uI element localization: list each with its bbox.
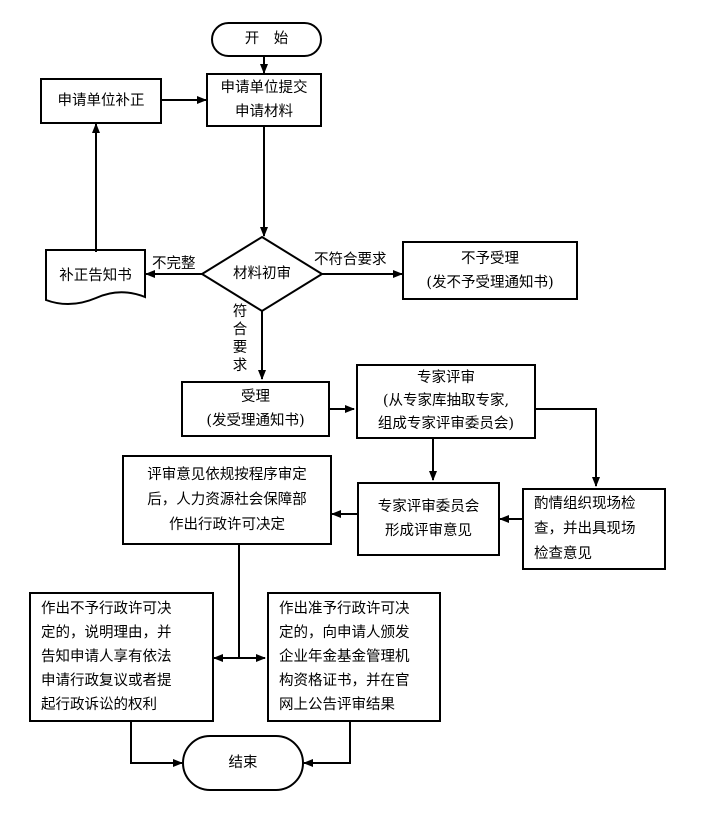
start-terminal-shape	[211, 22, 322, 57]
deny-box: 作出不予行政许可决 定的，说明理由，并 告知申请人享有依法 申请行政复议或者提 …	[29, 592, 214, 722]
start-label: 开 始	[244, 31, 289, 47]
decision-box: 评审意见依规按程序审定 后，人力资源社会保障部 作出行政许可决定	[122, 455, 332, 545]
inspection-box: 酌情组织现场检 查，并出具现场 检查意见	[522, 488, 666, 570]
edge-label-not-meet: 不符合要求	[314, 252, 387, 268]
edge-label-meet: 符 合 要 求	[232, 304, 248, 374]
end-label: 结束	[228, 755, 258, 771]
review-label: 材料初审	[233, 266, 291, 282]
notice-document-shape	[45, 249, 146, 305]
arrow-expert-to-inspection	[536, 408, 600, 487]
submit-box: 申请单位提交 申请材料	[206, 73, 322, 127]
expert-review-box: 专家评审 (从专家库抽取专家, 组成专家评审委员会)	[356, 364, 536, 439]
edge-label-incomplete: 不完整	[152, 256, 196, 272]
grant-box: 作出准予行政许可决 定的，向申请人颁发 企业年金基金管理机 构资格证书，并在官 …	[267, 592, 441, 722]
correction-box: 申请单位补正	[40, 78, 162, 124]
arrow-deny-to-end	[130, 722, 183, 767]
reject-box: 不予受理 (发不予受理通知书)	[402, 241, 578, 300]
committee-box: 专家评审委员会 形成评审意见	[357, 482, 500, 556]
arrow-grant-to-end	[303, 722, 351, 767]
accept-box: 受理 (发受理通知书)	[181, 381, 330, 437]
notice-label: 补正告知书	[59, 268, 132, 284]
